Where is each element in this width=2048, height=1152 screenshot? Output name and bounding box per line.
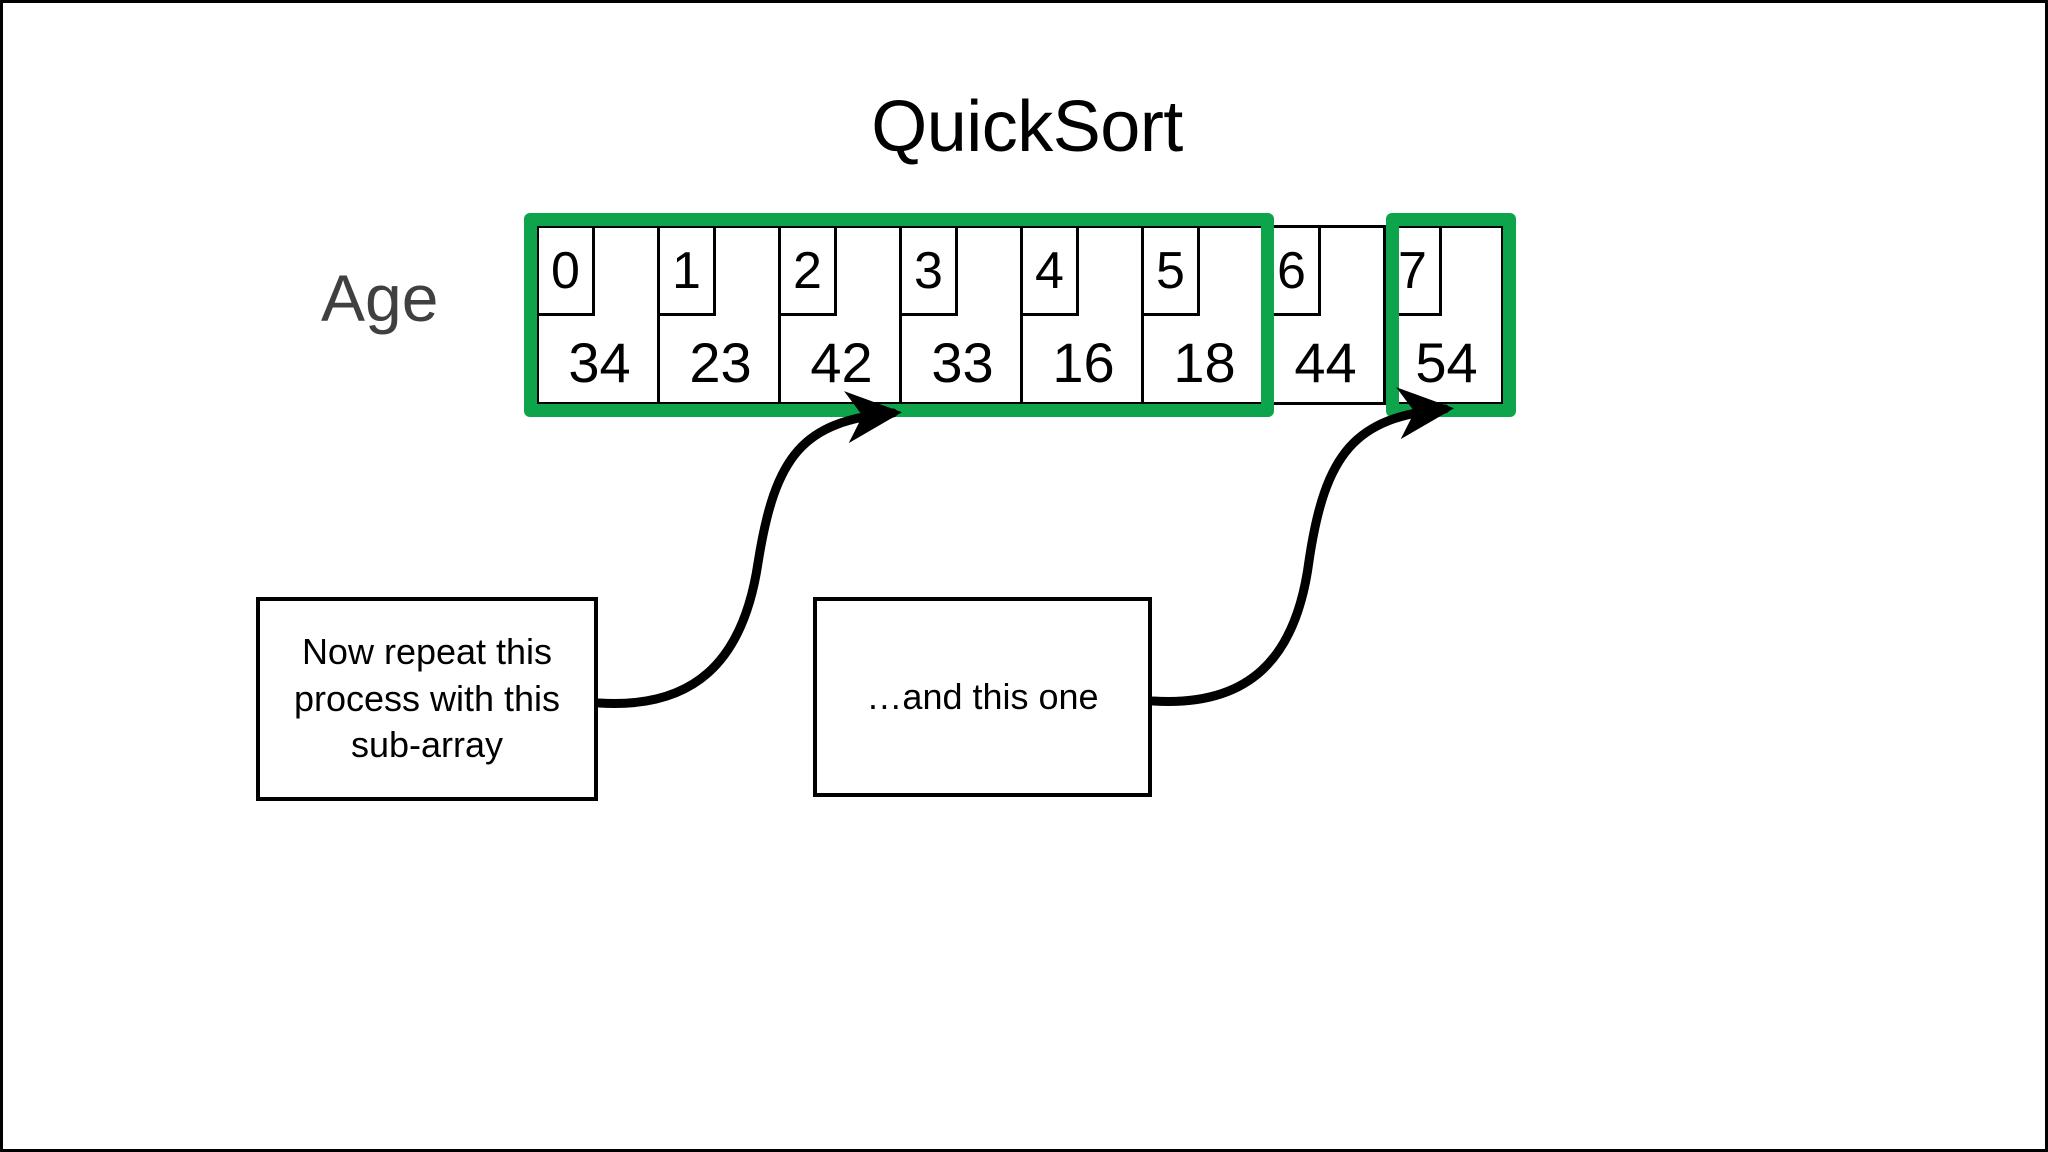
array-cell[interactable]: 0 34 [536,225,657,405]
array-cell-index: 0 [551,241,580,300]
array-cell-value: 33 [931,331,994,394]
array-cell[interactable]: 3 33 [899,225,1020,405]
arrows-layer [594,387,1454,709]
array-cell[interactable]: 6 44 [1262,225,1383,405]
array-cell-index-box: 1 [660,228,716,316]
array-cell[interactable]: 2 42 [778,225,899,405]
array-cell[interactable]: 5 18 [1141,225,1262,405]
array-cell[interactable]: 4 16 [1020,225,1141,405]
array-cell-value: 23 [689,331,752,394]
array-cell-value: 54 [1415,331,1478,394]
arrow-to-right-sub-array [1148,387,1454,707]
array-cell-index-box: 7 [1386,228,1442,316]
array-cell-index: 3 [914,241,943,300]
array-cell[interactable]: 7 54 [1383,225,1504,405]
array-cell-index-box: 3 [902,228,958,316]
array-container: 0 34 1 23 2 42 3 33 4 16 [536,225,1504,405]
array-cell-index-box: 0 [539,228,595,316]
array-cell-value: 44 [1294,331,1357,394]
array-cell-index: 5 [1156,241,1185,300]
array-cell-value: 16 [1052,331,1115,394]
array-cell-index-box: 5 [1144,228,1200,316]
array-cell-value: 34 [568,331,631,394]
array-cell-value: 42 [810,331,873,394]
array-cell-index: 6 [1277,241,1306,300]
array-cell-index: 4 [1035,241,1064,300]
array-cell-index: 1 [672,241,701,300]
array-cell-index-box: 6 [1265,228,1321,316]
left-callout[interactable]: Now repeat this process with this sub-ar… [256,597,598,801]
right-callout[interactable]: …and this one [813,597,1152,797]
array-cell-value: 18 [1173,331,1236,394]
array-row-label: Age [321,261,439,335]
array-cell[interactable]: 1 23 [657,225,778,405]
array-cell-index-box: 4 [1023,228,1079,316]
array-cell-index-box: 2 [781,228,837,316]
page-title: QuickSort [871,87,1183,167]
array-cell-index: 2 [793,241,822,300]
array-cell-index: 7 [1398,241,1427,300]
